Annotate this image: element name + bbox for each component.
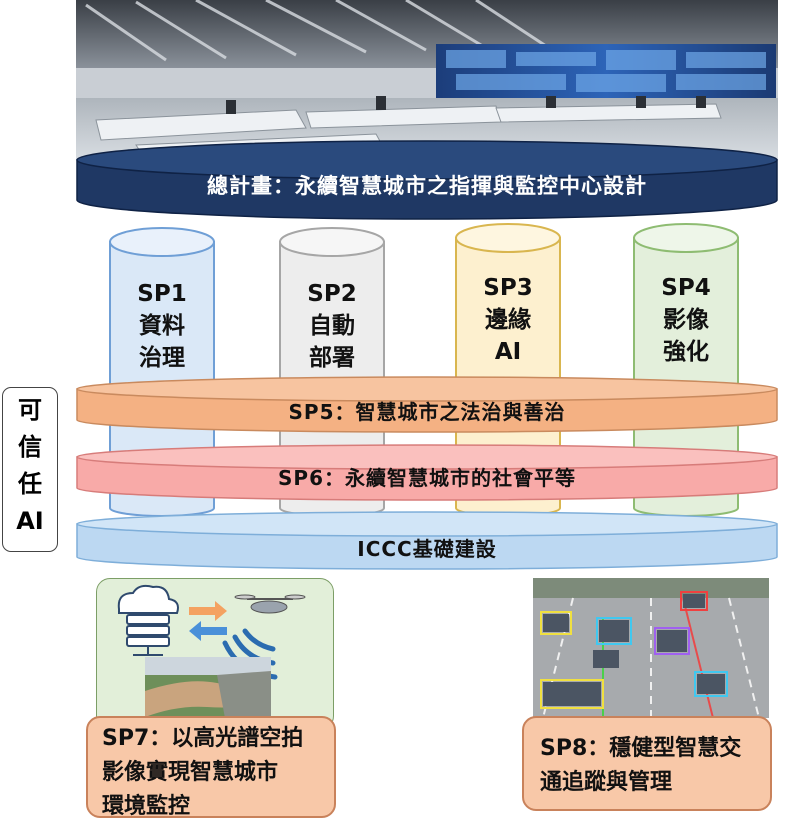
iccc-label: ICCC基礎建設 — [357, 537, 497, 561]
sp1-line2: 治理 — [139, 345, 185, 371]
iccc-layer: ICCC基礎建設 — [76, 511, 778, 571]
exchange-arrows-icon — [189, 601, 227, 641]
sp7-illustration — [96, 578, 334, 730]
sp4-line2: 強化 — [663, 339, 709, 365]
sp6-disk — [76, 444, 778, 501]
drone-icon — [234, 594, 306, 614]
sp4-cylinder-shape — [633, 223, 739, 517]
sp8-traffic-image — [533, 578, 769, 718]
sp8-line2: 通追蹤與管理 — [540, 770, 673, 795]
main-plan-band: 總計畫：永續智慧城市之指揮與監控中心設計 — [76, 140, 778, 220]
sp4-cylinder: SP4 影像 強化 — [632, 222, 740, 517]
sp5-disk — [76, 376, 778, 433]
sp4-line1: 影像 — [663, 307, 709, 333]
control-room-image — [76, 0, 778, 160]
sp6-layer: SP6：永續智慧城市的社會平等 — [76, 444, 778, 502]
trusted-ai-char-3: 任 — [18, 470, 42, 498]
sp2-line1: 自動 — [309, 313, 355, 339]
sp5-layer: SP5：智慧城市之法治與善治 — [76, 376, 778, 434]
cloud-server-icon — [117, 584, 179, 656]
sp7-line3: 環境監控 — [102, 794, 191, 819]
trusted-ai-box: 可 信 任 AI — [2, 387, 58, 552]
sp2-line2: 部署 — [309, 345, 355, 371]
trusted-ai-char-1: 可 — [18, 396, 42, 424]
traffic-tracking-drawing — [533, 578, 769, 718]
sp7-drawing — [117, 584, 306, 729]
sp7-line1: SP7：以高光譜空拍 — [102, 726, 304, 751]
sp4-id: SP4 — [661, 275, 711, 301]
sp8-box: SP8：穩健型智慧交 通追蹤與管理 — [522, 716, 772, 811]
sp3-line2: AI — [494, 339, 522, 365]
trusted-ai-char-4: AI — [16, 507, 44, 535]
sp1-id: SP1 — [137, 281, 187, 307]
sp6-label: SP6：永續智慧城市的社會平等 — [278, 466, 576, 490]
iccc-disk — [76, 511, 778, 570]
sp7-line2: 影像實現智慧城市 — [102, 760, 279, 785]
main-plan-title: 總計畫：永續智慧城市之指揮與監控中心設計 — [207, 174, 647, 198]
sp1-line1: 資料 — [139, 313, 185, 339]
sp3-line1: 邊緣 — [485, 307, 531, 333]
sp8-line1: SP8：穩健型智慧交 — [540, 736, 742, 761]
control-room-photo — [76, 0, 778, 160]
sp5-label: SP5：智慧城市之法治與善治 — [288, 400, 566, 424]
sp2-id: SP2 — [307, 281, 357, 307]
main-plan-disk — [76, 140, 778, 220]
sp7-box: SP7：以高光譜空拍 影像實現智慧城市 環境監控 — [86, 716, 336, 819]
sp3-id: SP3 — [483, 275, 533, 301]
trusted-ai-char-2: 信 — [18, 433, 42, 461]
